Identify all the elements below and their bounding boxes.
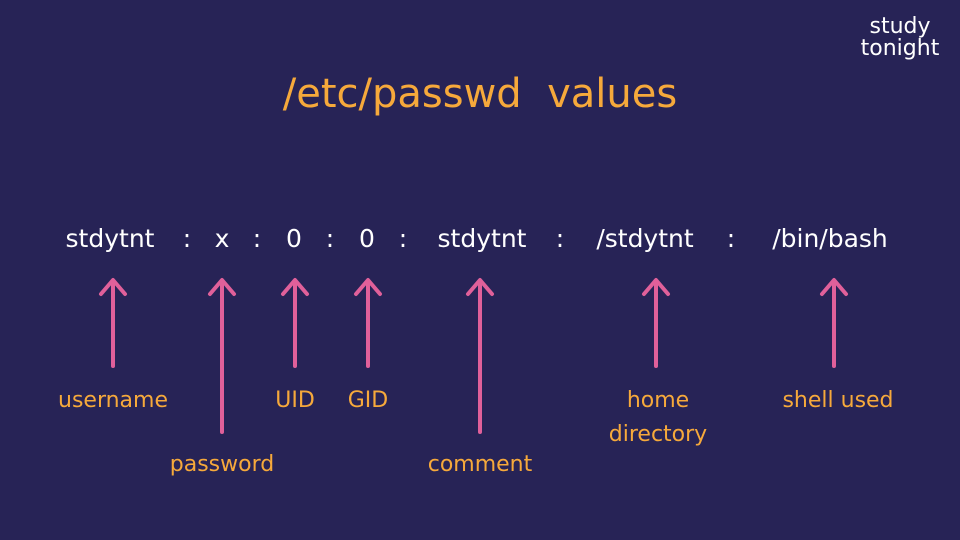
- separator-1: :: [182, 224, 192, 253]
- value-uid: 0: [286, 224, 302, 253]
- studytonight-logo: study tonight: [850, 16, 950, 60]
- label-shell: shell used: [782, 388, 894, 413]
- diagram-title: /etc/passwd values: [282, 71, 678, 117]
- logo-line-tonight: tonight: [860, 36, 940, 61]
- arrow-shell: [820, 278, 848, 368]
- value-gid: 0: [359, 224, 375, 253]
- separator-2: :: [252, 224, 262, 253]
- value-home-directory: /stdytnt: [596, 224, 694, 253]
- separator-3: :: [325, 224, 335, 253]
- label-uid: UID: [275, 388, 315, 413]
- value-username: stdytnt: [65, 224, 155, 253]
- arrow-username: [99, 278, 127, 368]
- value-password: x: [214, 224, 230, 253]
- separator-6: :: [726, 224, 736, 253]
- label-gid: GID: [347, 388, 389, 413]
- logo-line-study: study: [869, 14, 931, 39]
- label-password: password: [169, 452, 275, 477]
- arrow-home-directory: [642, 278, 670, 368]
- arrow-gid: [354, 278, 382, 368]
- value-shell: /bin/bash: [772, 224, 888, 253]
- label-home-directory: home directory: [608, 388, 708, 447]
- label-username: username: [58, 388, 168, 413]
- separator-5: :: [555, 224, 565, 253]
- separator-4: :: [398, 224, 408, 253]
- arrow-uid: [281, 278, 309, 368]
- arrow-comment: [466, 278, 494, 434]
- value-comment: stdytnt: [437, 224, 527, 253]
- label-comment: comment: [427, 452, 533, 477]
- arrow-password: [208, 278, 236, 434]
